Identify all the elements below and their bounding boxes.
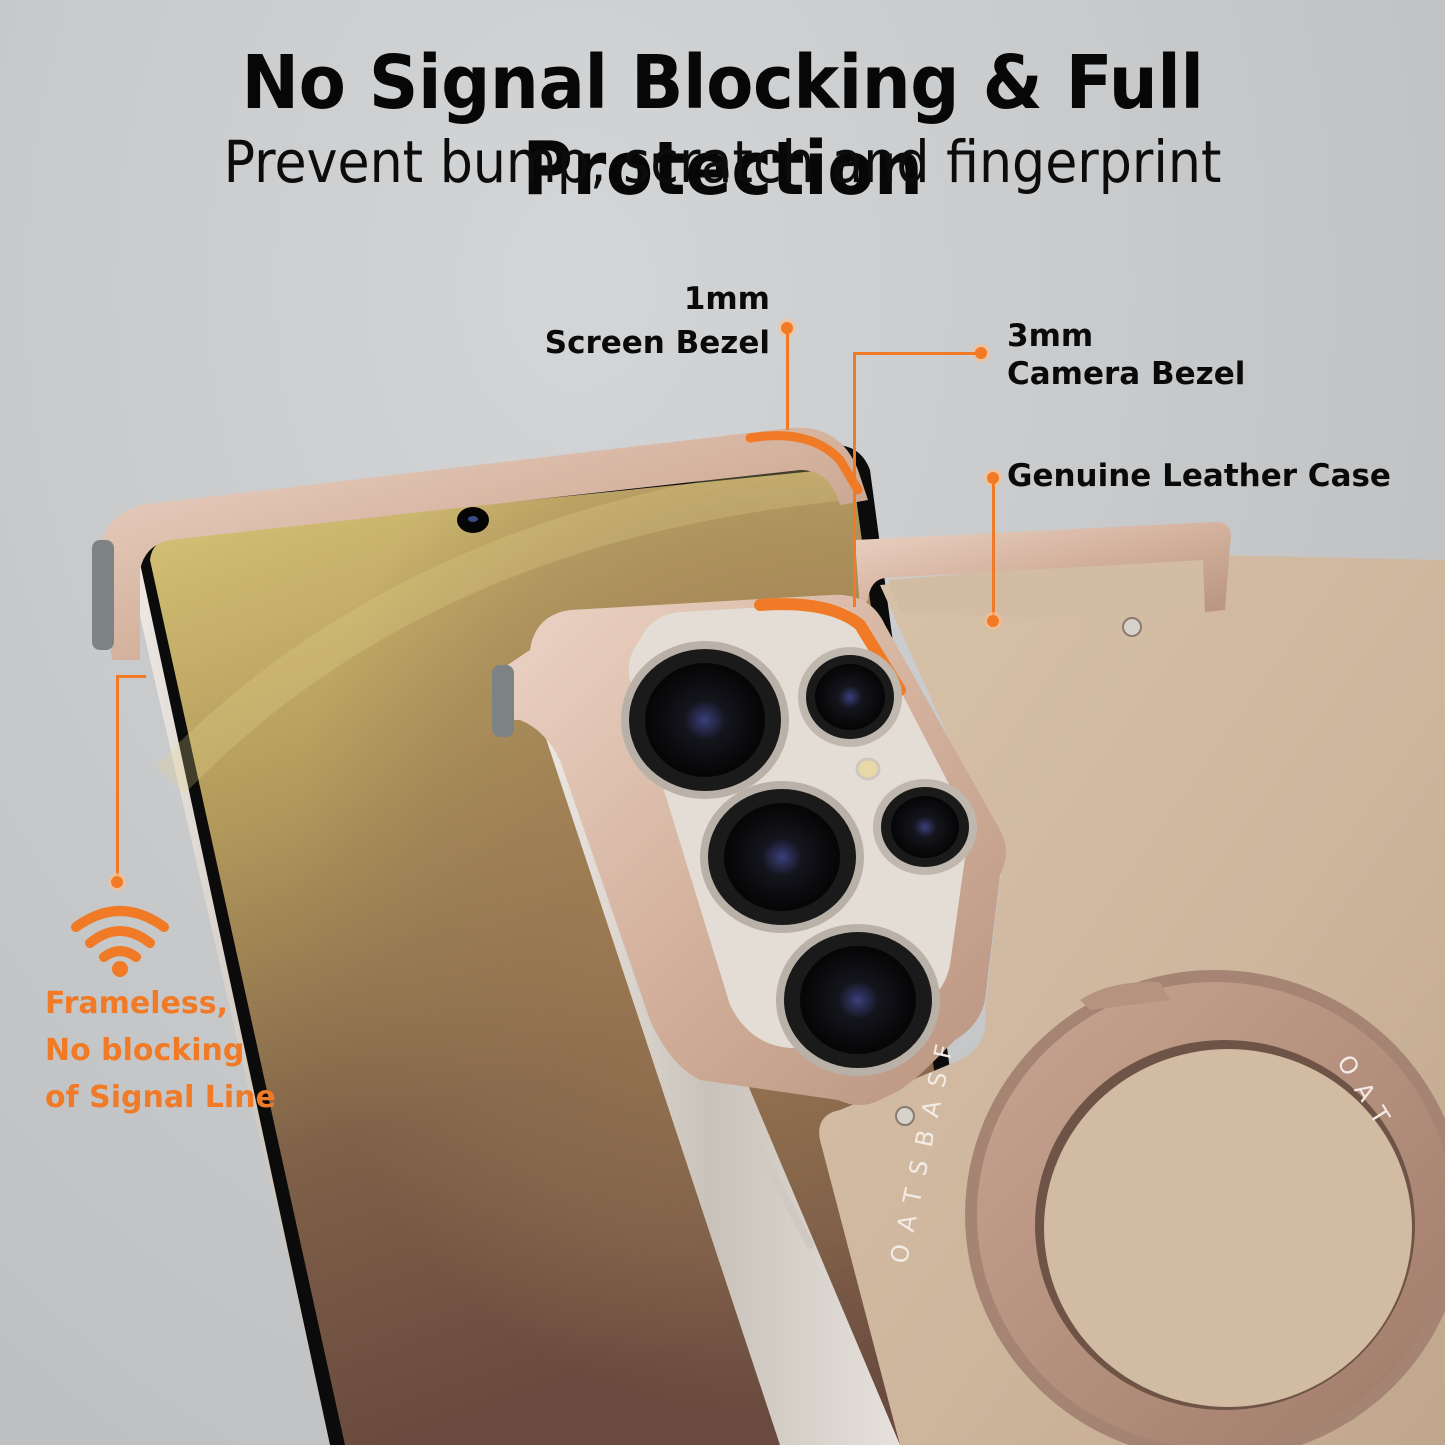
leather-case-leader-line <box>992 480 995 615</box>
screen-bezel-callout: 1mm Screen Bezel <box>520 280 770 362</box>
camera-bezel-size: 3mm <box>1007 318 1094 354</box>
camera-bezel-label: Camera Bezel <box>1007 356 1246 392</box>
camera-module <box>621 641 977 1076</box>
camera-bezel-dot <box>975 347 987 359</box>
signal-leader-horizontal <box>116 675 146 678</box>
signal-callout-text: Frameless, No blocking of Signal Line <box>45 980 276 1121</box>
signal-dot <box>111 876 123 888</box>
camera-bezel-leader-vertical <box>853 352 856 607</box>
signal-leader-vertical <box>116 675 119 875</box>
signal-line-1: Frameless, <box>45 986 228 1021</box>
screen-bezel-size: 1mm <box>683 281 770 317</box>
signal-line-2: No blocking <box>45 1033 245 1068</box>
screen-bezel-label: Screen Bezel <box>544 325 770 361</box>
wifi-icon <box>71 906 169 977</box>
page-title: No Signal Blocking & Full Protection <box>241 40 1204 212</box>
leather-case-end-dot <box>987 615 999 627</box>
leather-case-dot <box>987 472 999 484</box>
screen-bezel-dot <box>781 322 793 334</box>
magnetic-ring <box>965 970 1445 1445</box>
camera-bezel-callout: 3mm Camera Bezel <box>1007 317 1245 393</box>
screen-bezel-leader-line <box>786 330 789 430</box>
page-subtitle: Prevent bump, scratch and fingerprint <box>223 128 1222 196</box>
front-bumper <box>92 427 869 660</box>
signal-line-3: of Signal Line <box>45 1080 276 1115</box>
camera-bezel-leader-horizontal <box>853 352 978 355</box>
leather-case-label: Genuine Leather Case <box>1007 458 1391 494</box>
